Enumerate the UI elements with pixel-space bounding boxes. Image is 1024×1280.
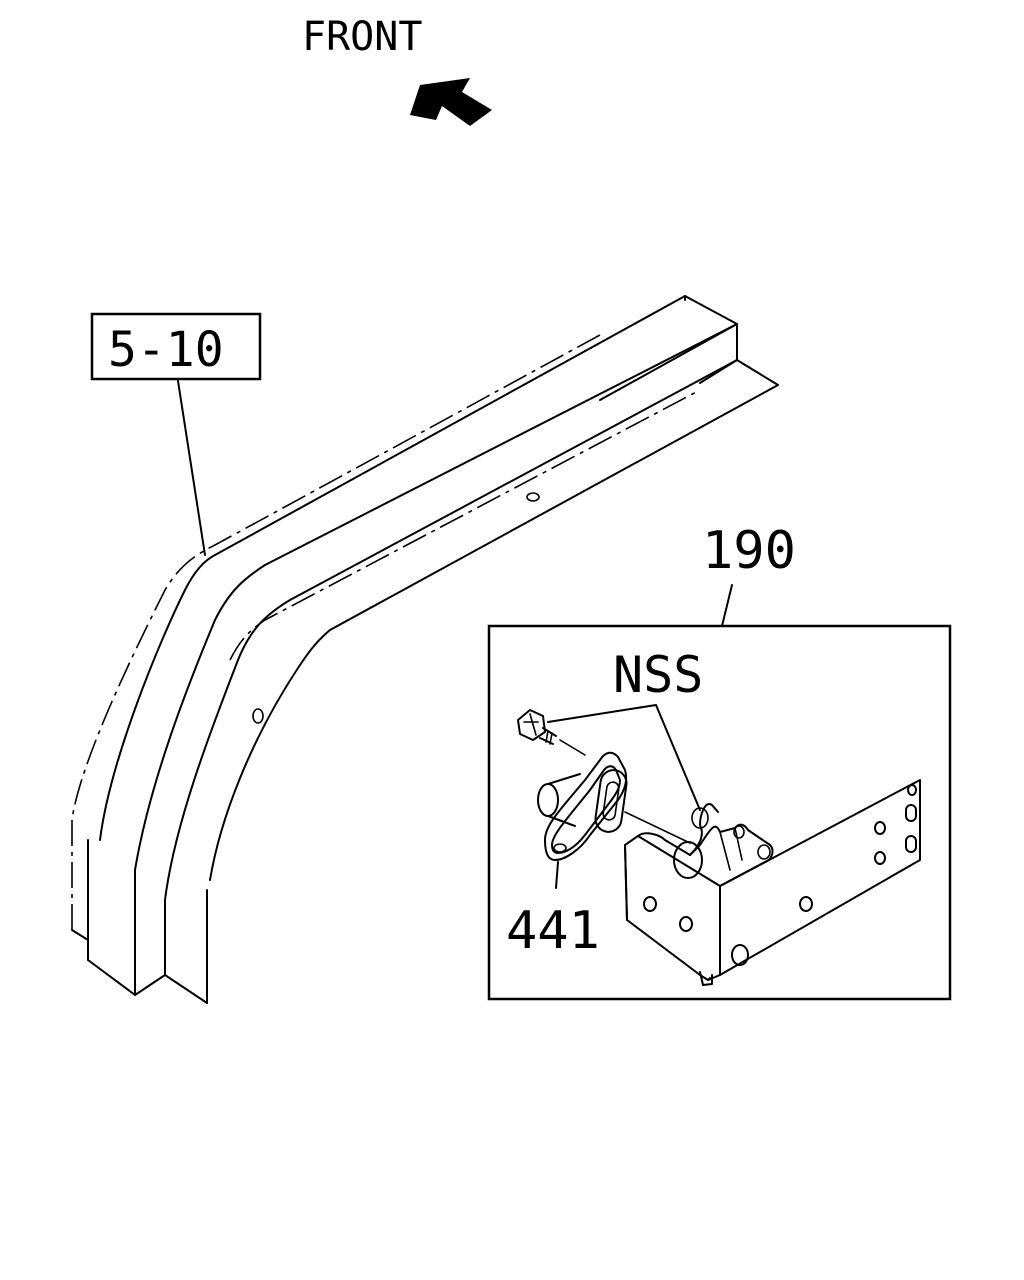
callout-assembly: 190 — [702, 521, 796, 581]
front-direction-arrow-icon — [410, 78, 492, 126]
reference-box — [90, 312, 262, 381]
part-leader-line — [555, 861, 559, 889]
hinge-main-bracket — [624, 779, 921, 986]
callout-part: 441 — [506, 901, 600, 961]
reference-box-label: 5-10 — [108, 322, 224, 378]
hinge-bracket-part — [537, 751, 691, 861]
reference-leader-line — [177, 380, 206, 556]
callout-not-serviced: NSS — [613, 646, 703, 704]
bolt — [517, 709, 586, 756]
nss-leader-lines — [547, 704, 701, 811]
assembly-leader-line — [721, 584, 733, 627]
frame-rail — [71, 295, 779, 1004]
detail-box — [487, 624, 952, 1001]
front-direction-label: FRONT — [302, 14, 422, 60]
